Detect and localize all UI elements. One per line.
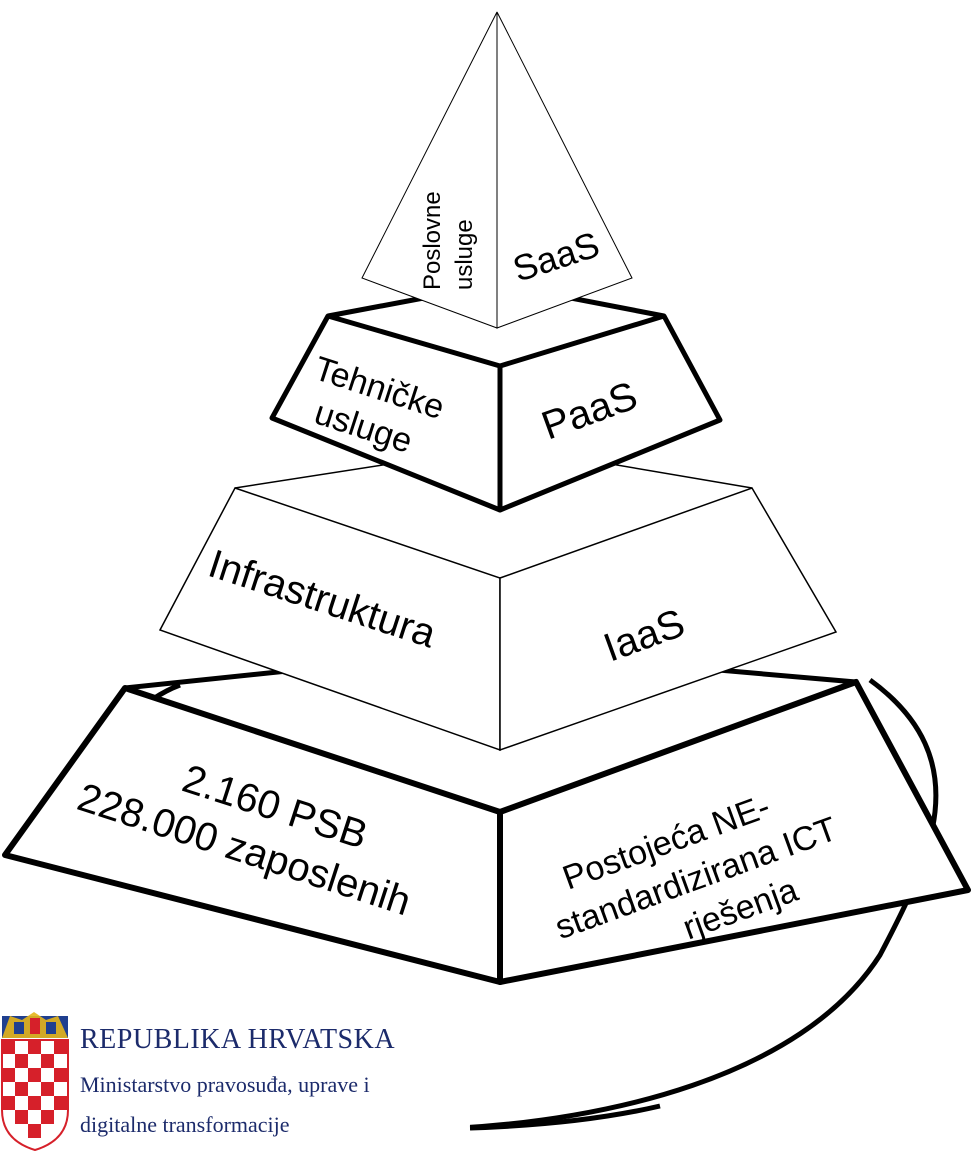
label-business-services: Poslovne usluge xyxy=(419,185,478,290)
pyramid-layer-base xyxy=(2,647,971,985)
tech-left-face xyxy=(269,313,503,513)
base-ellipse-bottom xyxy=(469,1103,661,1131)
top-right-face xyxy=(496,11,633,329)
pyramid-layer-technical xyxy=(269,281,723,513)
coat-of-arms-crown xyxy=(2,1012,68,1038)
logo-subtitle-line1: Ministarstvo pravosuđa, uprave i xyxy=(80,1072,370,1097)
ministry-logo: REPUBLIKA HRVATSKA Ministarstvo pravosuđ… xyxy=(0,1008,470,1152)
base-right-face xyxy=(497,679,971,985)
pyramid-layer-business xyxy=(361,11,633,329)
pyramid-layer-infrastructure xyxy=(158,445,838,752)
infra-right-face xyxy=(499,487,838,752)
coat-of-arms-shield xyxy=(1,1039,69,1152)
tech-right-face xyxy=(497,313,723,513)
logo-title: REPUBLIKA HRVATSKA xyxy=(80,1024,395,1055)
logo-subtitle-line2: digitalne transformacije xyxy=(80,1112,290,1137)
